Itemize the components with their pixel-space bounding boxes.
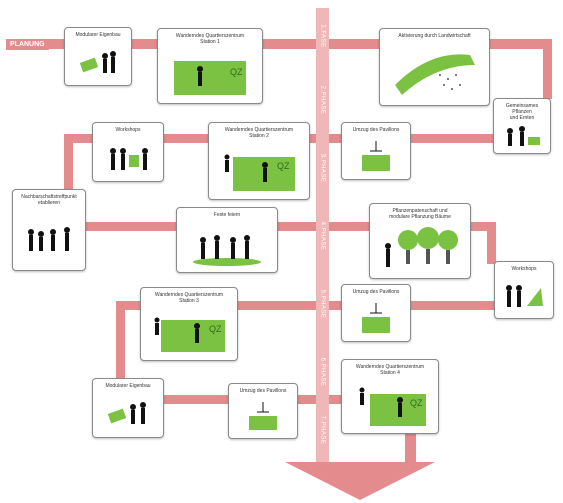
pavilion-icon: QZ <box>174 61 246 95</box>
card-pavilion-move-1: Umzug des Pavillons <box>341 122 411 180</box>
card-planting: Gemeinsames Pflanzen und Ernten <box>493 98 551 154</box>
axis-label: 6.PHASE <box>319 357 326 387</box>
card-station-1: Wanderndes Quartierszentrum Station 1 QZ <box>157 28 263 104</box>
card-title: Modularer Eigenbau <box>105 383 151 389</box>
pavilion-icon: QZ <box>224 154 295 191</box>
card-title: Umzug des Pavillons <box>239 388 287 394</box>
axis-label: 7.PHASE <box>319 415 326 445</box>
card-title: Wanderndes Quartierszentrum Station 4 <box>355 364 425 376</box>
people-icon <box>28 227 70 251</box>
axis-label: 4.PHASE <box>319 221 326 251</box>
card-title: Wanderndes Quartierszentrum Station 1 <box>175 33 245 45</box>
svg-text:QZ: QZ <box>410 398 423 408</box>
connector-left-2 <box>116 301 125 401</box>
card-title: Umzug des Pavillons <box>352 127 400 133</box>
svg-text:QZ: QZ <box>209 324 222 334</box>
card-pavilion-move-3: Umzug des Pavillons <box>228 383 298 439</box>
connector-left-1 <box>64 134 73 189</box>
axis-label: 5.PHASE <box>319 289 326 319</box>
people-icon <box>506 285 543 307</box>
card-title: Pflanzenpatenschaft und modulare Pflanzu… <box>389 208 451 220</box>
field-icon <box>395 54 475 95</box>
axis-label: 1.FASE <box>319 24 326 48</box>
axis-label: 2.PHASE <box>319 85 326 115</box>
card-title: Nachbarschaftstreffpunkt etablieren <box>21 194 77 206</box>
crane-icon <box>249 402 277 430</box>
card-title: Workshops <box>115 127 141 133</box>
card-title: Modularer Eigenbau <box>75 32 121 38</box>
svg-text:QZ: QZ <box>230 67 243 77</box>
connector-right-2 <box>487 222 496 264</box>
people-icon <box>79 51 116 73</box>
card-title: Umzug des Pavillons <box>352 289 400 295</box>
pavilion-icon: QZ <box>154 317 225 352</box>
card-title: Gemeinsames Pflanzen und Ernten <box>505 103 539 121</box>
tree-icon <box>385 227 458 267</box>
people-icon <box>107 402 146 424</box>
card-station-2: Wanderndes Quartierszentrum Station 2 QZ <box>208 122 310 200</box>
axis-label: 3.PHASE <box>319 153 326 183</box>
card-neighborhood-meeting: Nachbarschaftstreffpunkt etablieren <box>12 189 86 271</box>
card-title: Workshops <box>511 266 537 272</box>
timeline-axis <box>316 8 329 470</box>
card-title: Aktivierung durch Landwirtschaft <box>398 33 471 39</box>
card-celebrations: Feste feiern <box>176 207 278 273</box>
card-modular-build-2: Modularer Eigenbau <box>92 378 164 438</box>
card-workshops-2: Workshops <box>494 261 554 319</box>
card-agriculture: Aktivierung durch Landwirtschaft <box>379 28 490 106</box>
card-pavilion-move-2: Umzug des Pavillons <box>341 284 411 342</box>
people-icon <box>193 235 261 266</box>
people-icon <box>110 148 148 170</box>
card-station-3: Wanderndes Quartierszentrum Station 3 QZ <box>140 287 238 361</box>
card-tree-sponsorship: Pflanzenpatenschaft und modulare Pflanzu… <box>369 203 471 279</box>
people-icon <box>507 126 540 146</box>
svg-text:QZ: QZ <box>277 161 290 171</box>
band-row-4 <box>116 301 514 310</box>
card-title: Wanderndes Quartierszentrum Station 2 <box>224 127 294 139</box>
card-title: Feste feiern <box>213 212 241 218</box>
pavilion-icon: QZ <box>359 387 426 426</box>
planung-label: PLANUNG <box>6 40 49 50</box>
down-arrow <box>285 462 435 500</box>
card-station-4: Wanderndes Quartierszentrum Station 4 QZ <box>341 359 439 434</box>
band-row-1 <box>6 39 551 49</box>
card-modular-build-1: Modularer Eigenbau <box>64 27 132 86</box>
crane-icon <box>362 141 390 171</box>
card-title: Wanderndes Quartierszentrum Station 3 <box>154 292 224 304</box>
crane-icon <box>362 303 390 333</box>
connector-right-1 <box>543 39 552 99</box>
card-workshops-1: Workshops <box>92 122 164 182</box>
